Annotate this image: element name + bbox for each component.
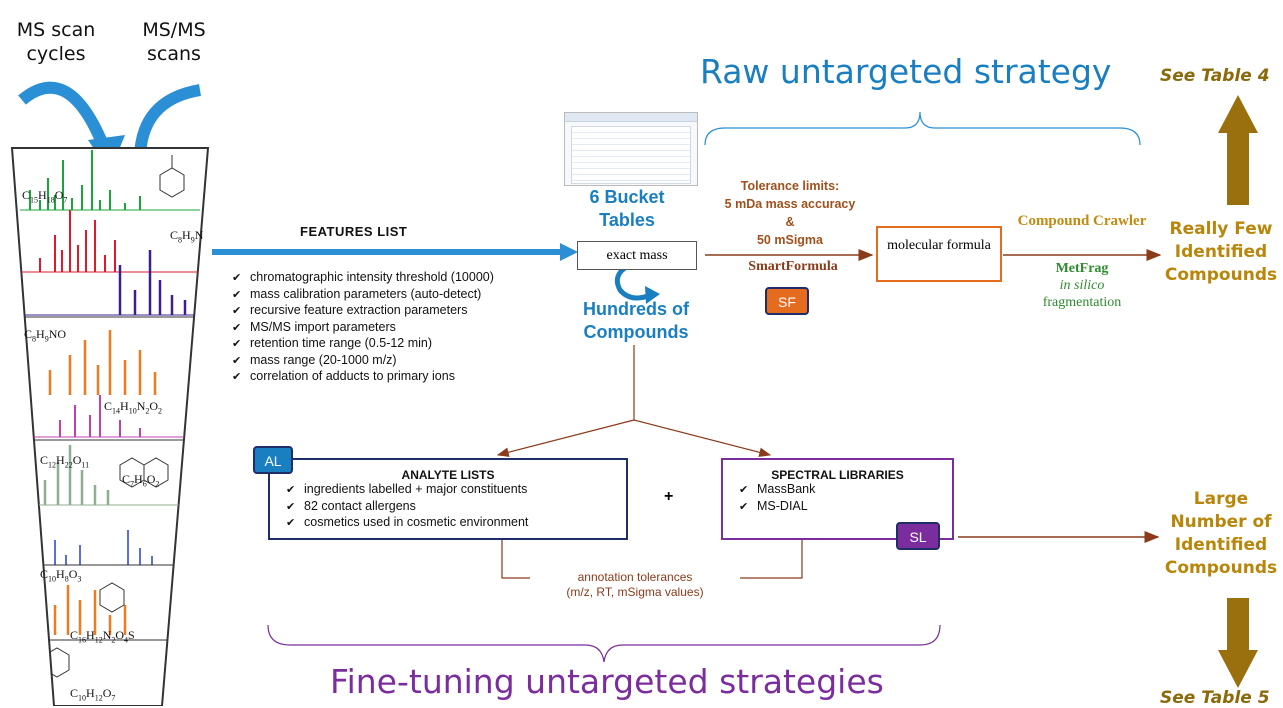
spectral-item: MS-DIAL [739,499,952,516]
gold-up-arrow [1218,95,1258,205]
gold-down-arrow [1218,598,1258,688]
loop-arrow [614,263,649,301]
features-item: mass range (20-1000 m/z) [232,353,552,370]
spectral-checklist: MassBank MS-DIAL [739,482,952,515]
formula-5: C12H22O11 [40,453,90,470]
metfrag-block: MetFrag in silico fragmentation [1012,260,1152,311]
compound-crawler-label: Compound Crawler [1017,213,1147,229]
tolerance-line: & [785,215,795,229]
raw-strategy-title: Raw untargeted strategy [700,52,1112,91]
spectral-title: SPECTRAL LIBRARIES [771,468,904,482]
see-table-4: See Table 4 [1160,66,1270,86]
spectrum-blue [54,530,153,565]
sl-tag: SL [896,522,940,550]
features-item: chromatographic intensity threshold (100… [232,270,552,287]
fine-result-label: Large Number of Identified Compounds [1164,489,1278,578]
spectrum-green [29,150,141,210]
formula-8: C16H12N2O4S [70,628,135,645]
molecular-formula-box: molecular formula [876,226,1002,282]
fine-brace [267,624,941,663]
spectrum-orange [48,330,157,395]
features-item: retention time range (0.5-12 min) [232,336,552,353]
bucket-title: 6 Bucket Tables [589,187,665,230]
molecule-sketches [44,155,185,678]
spectrum-navy [118,250,187,315]
raw-result-label: Really Few Identified Compounds [1164,219,1278,285]
tolerance-block: Tolerance limits: 5 mDa mass accuracy & … [705,177,875,249]
analyte-title: ANALYTE LISTS [401,468,495,482]
msms-label: MS/MS scans [142,19,206,65]
features-item: recursive feature extraction parameters [232,303,552,320]
spectra-funnel [10,147,210,706]
features-item: correlation of adducts to primary ions [232,369,552,386]
annotation-block: annotation tolerances (m/z, RT, mSigma v… [530,570,740,600]
tolerance-line: 5 mDa mass accuracy [724,197,856,211]
formula-6: C7H6O2 [122,472,160,489]
formula-1: C15H18O7 [22,188,68,205]
plus-sign: + [664,488,674,505]
spectrum-gray-green [43,445,110,505]
features-arrow-head [560,243,578,261]
analyte-checklist: ingredients labelled + major constituent… [286,482,626,532]
spectrum-orange-lower [53,585,127,635]
features-title: FEATURES LIST [300,224,408,239]
metfrag-label: MetFrag [1055,261,1109,276]
fragmentation-label: fragmentation [1042,295,1122,310]
formula-2: C8H9N [170,228,204,245]
tolerance-line: 50 mSigma [756,233,823,247]
in-silico-label: in silico [1059,278,1105,293]
analyte-lists-box: ANALYTE LISTS ingredients labelled + maj… [268,458,628,540]
analyte-item: ingredients labelled + major constituent… [286,482,626,499]
annotation-line: annotation tolerances [577,570,693,584]
spectrum-red [39,210,116,272]
formula-9: C10H12O7 [70,686,116,703]
split-left [496,419,635,457]
features-item: MS/MS import parameters [232,320,552,337]
formula-7: C10H8O3 [40,567,82,584]
split-right [633,419,772,457]
tolerance-line: Tolerance limits: [740,179,840,193]
analyte-item: 82 contact allergens [286,499,626,516]
ms-scan-label: MS scan cycles [16,19,96,65]
loop-arrow-head [645,286,660,304]
formula-3: C8H9NO [24,327,67,344]
bucket-table-thumbnail [564,112,698,186]
spectral-item: MassBank [739,482,952,499]
see-table-5: See Table 5 [1160,688,1270,708]
annotation-line: (m/z, RT, mSigma values) [566,585,704,599]
raw-brace [704,111,1141,146]
al-tag: AL [253,446,293,474]
scan-arrow-left [18,81,111,153]
spectrum-magenta [59,395,141,437]
formula-4: C14H10N2O2 [104,399,163,416]
features-item: mass calibration parameters (auto-detect… [232,287,552,304]
hundreds-label: Hundreds of Compounds [583,299,689,342]
exact-mass-box: exact mass [577,241,697,270]
fine-tuning-title: Fine-tuning untargeted strategies [330,662,884,701]
sf-tag: SF [765,287,809,315]
features-checklist: chromatographic intensity threshold (100… [232,270,552,386]
analyte-item: cosmetics used in cosmetic environment [286,515,626,532]
smartformula-label: SmartFormula [748,259,838,274]
